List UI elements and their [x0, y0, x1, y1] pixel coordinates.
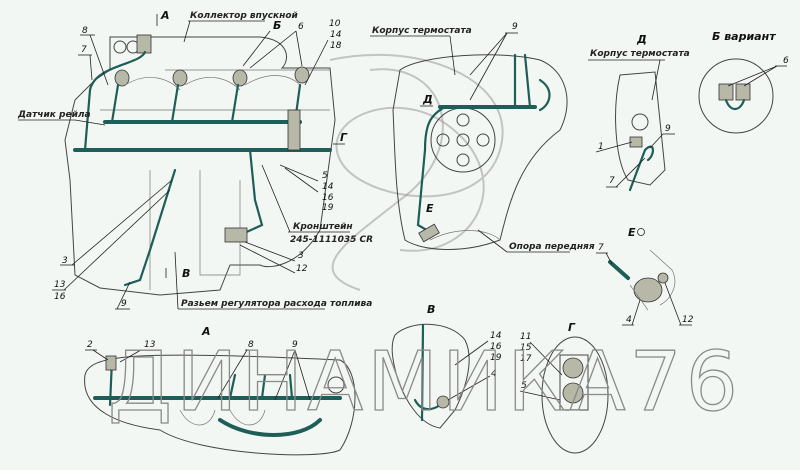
callout-6: 6: [298, 22, 304, 32]
callout-16-left: 16: [54, 292, 66, 302]
front-view-labels: Корпус термостата 9 Д Е Опора передняя: [370, 22, 595, 253]
detail-v-callout-19: 19: [490, 353, 502, 363]
detail-e-callout-7: 7: [598, 243, 604, 253]
detail-d: Д Корпус термостата 1 9 7: [588, 33, 690, 192]
callout-10: 10: [329, 19, 341, 29]
bracket-label: Кронштейн: [293, 222, 353, 232]
detail-e: Е 7 4 12: [596, 226, 694, 326]
detail-a-callout-9: 9: [292, 340, 298, 350]
callout-9: 9: [121, 299, 127, 309]
view-d-marker: Д: [422, 93, 433, 106]
detail-v-callout-14: 14: [490, 331, 502, 341]
detail-d-callout-9: 9: [665, 124, 671, 134]
detail-g-callout-5: 5: [521, 381, 527, 391]
callout-7: 7: [81, 45, 87, 55]
bracket-part-number: 245-1111035 CR: [290, 235, 373, 245]
detail-b-callout-6: 6: [783, 56, 789, 66]
detail-e-callout-12: 12: [682, 315, 694, 325]
detail-d-thermostat-label: Корпус термостата: [590, 49, 690, 59]
detail-v-title: В: [427, 303, 435, 316]
view-g-marker: Г: [340, 131, 348, 144]
main-labels: А Коллектор впускной Б 6 10 14 18 8 7 Да…: [17, 9, 373, 310]
callout-16: 16: [322, 193, 334, 203]
callout-8: 8: [82, 26, 88, 36]
view-v-marker: В: [182, 267, 190, 280]
rail-sensor-label: Датчик рейла: [17, 110, 91, 120]
callout-18: 18: [330, 41, 342, 51]
detail-d-title: Д: [636, 33, 647, 46]
callout-9-front: 9: [512, 22, 518, 32]
main-engine-view: [64, 34, 336, 296]
detail-b-variant-title: Б вариант: [712, 30, 776, 43]
sensor-connector: [136, 34, 152, 54]
view-circle-icon: [637, 228, 645, 236]
front-mount-label: Опора передняя: [509, 242, 595, 252]
detail-g-title: Г: [568, 321, 576, 334]
detail-g: Г 11 15 17 5: [519, 321, 609, 454]
callout-14: 14: [330, 30, 342, 40]
detail-d-callout-7: 7: [609, 176, 615, 186]
detail-g-callout-11: 11: [520, 332, 531, 342]
view-b-marker: Б: [273, 19, 281, 32]
detail-g-callout-15: 15: [520, 343, 532, 353]
callout-3-left: 3: [62, 256, 68, 266]
intake-manifold-label: Коллектор впускной: [190, 11, 299, 21]
detail-e-title: Е: [628, 226, 636, 239]
detail-a-callout-8: 8: [248, 340, 254, 350]
detail-e-callout-4: 4: [626, 315, 632, 325]
callout-5: 5: [322, 171, 328, 181]
detail-v: В 14 16 19 4: [391, 303, 502, 429]
detail-a: А 2 13 8 9: [84, 325, 356, 456]
fuel-regulator-connector-label: Разьем регулятора расхода топлива: [181, 299, 372, 309]
background-logo-strokes: [329, 53, 504, 291]
callout-3-right: 3: [298, 251, 304, 261]
front-engine-view: [392, 53, 568, 250]
detail-a-callout-2: 2: [87, 340, 93, 350]
detail-d-callout-1: 1: [598, 142, 604, 152]
detail-v-callout-4: 4: [491, 369, 497, 379]
fuel-regulator-connector: [224, 227, 248, 243]
thermostat-housing-label: Корпус термостата: [372, 26, 472, 36]
watermark: ДИНАМИКА76: [108, 335, 742, 430]
callout-12: 12: [296, 264, 308, 274]
detail-a-callout-13: 13: [144, 340, 156, 350]
detail-a-title: А: [201, 325, 211, 338]
detail-v-callout-16: 16: [490, 342, 502, 352]
injectors: [114, 66, 310, 87]
detail-b-variant: Б вариант 6: [698, 30, 789, 134]
view-e-marker: Е: [426, 202, 434, 215]
callout-13: 13: [54, 280, 66, 290]
callout-14b: 14: [322, 182, 334, 192]
detail-g-callout-17: 17: [520, 354, 532, 364]
view-a-marker: А: [160, 9, 170, 22]
callout-19: 19: [322, 203, 334, 213]
